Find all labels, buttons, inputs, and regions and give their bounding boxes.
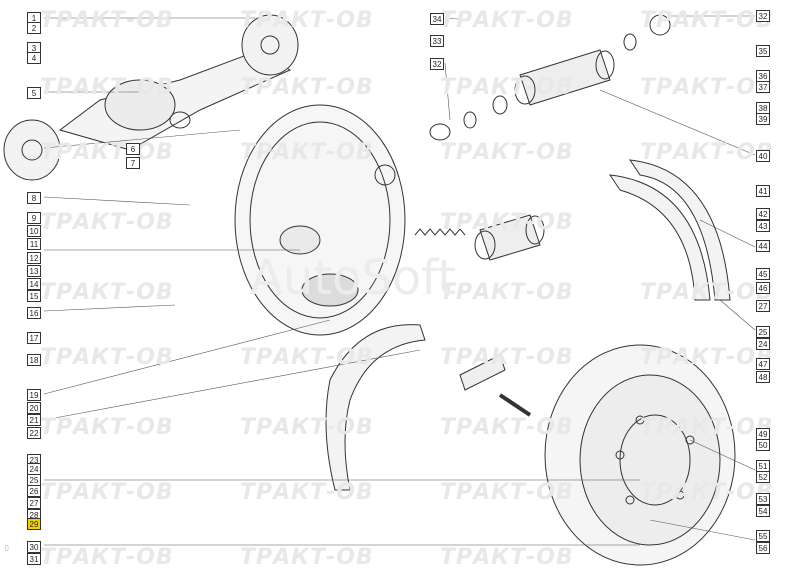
callout-40[interactable]: 40 bbox=[756, 150, 770, 162]
callout-27[interactable]: 27 bbox=[27, 497, 41, 509]
callout-48[interactable]: 48 bbox=[756, 371, 770, 383]
callout-34[interactable]: 34 bbox=[430, 13, 444, 25]
callout-56[interactable]: 56 bbox=[756, 542, 770, 554]
callout-45[interactable]: 45 bbox=[756, 268, 770, 280]
callout-53[interactable]: 53 bbox=[756, 493, 770, 505]
callout-26[interactable]: 26 bbox=[27, 485, 41, 497]
wheel-cylinder[interactable] bbox=[474, 214, 545, 261]
callout-41[interactable]: 41 bbox=[756, 185, 770, 197]
callout-18[interactable]: 18 bbox=[27, 354, 41, 366]
callout-1[interactable]: 1 bbox=[27, 12, 41, 24]
callout-6[interactable]: 6 bbox=[126, 143, 140, 155]
brake-shoe-left[interactable] bbox=[325, 324, 426, 491]
callout-32[interactable]: 32 bbox=[756, 10, 770, 22]
callout-54[interactable]: 54 bbox=[756, 505, 770, 517]
callout-17[interactable]: 17 bbox=[27, 332, 41, 344]
callout-24[interactable]: 24 bbox=[756, 338, 770, 350]
callout-22[interactable]: 22 bbox=[27, 427, 41, 439]
callout-46[interactable]: 46 bbox=[756, 282, 770, 294]
callout-19[interactable]: 19 bbox=[27, 389, 41, 401]
callout-30[interactable]: 30 bbox=[27, 541, 41, 553]
axle-flange-left[interactable] bbox=[3, 119, 61, 181]
brake-backing-plate[interactable] bbox=[234, 104, 406, 336]
callout-20[interactable]: 20 bbox=[27, 402, 41, 414]
callout-33[interactable]: 33 bbox=[430, 35, 444, 47]
callout-37[interactable]: 37 bbox=[756, 81, 770, 93]
callout-55[interactable]: 55 bbox=[756, 530, 770, 542]
callout-52[interactable]: 52 bbox=[756, 471, 770, 483]
callout-2[interactable]: 2 bbox=[27, 22, 41, 34]
brake-drum[interactable] bbox=[544, 344, 736, 566]
callout-42[interactable]: 42 bbox=[756, 208, 770, 220]
callout-29[interactable]: 29 bbox=[27, 518, 41, 530]
axle-housing[interactable] bbox=[58, 49, 292, 151]
callout-16[interactable]: 16 bbox=[27, 307, 41, 319]
callout-10[interactable]: 10 bbox=[27, 225, 41, 237]
callout-31[interactable]: 31 bbox=[27, 553, 41, 565]
callout-27[interactable]: 27 bbox=[756, 300, 770, 312]
callout-5[interactable]: 5 bbox=[27, 87, 41, 99]
callout-32[interactable]: 32 bbox=[430, 58, 444, 70]
callout-11[interactable]: 11 bbox=[27, 238, 41, 250]
callout-4[interactable]: 4 bbox=[27, 52, 41, 64]
callout-12[interactable]: 12 bbox=[27, 252, 41, 264]
callout-25[interactable]: 25 bbox=[756, 326, 770, 338]
callout-44[interactable]: 44 bbox=[756, 240, 770, 252]
callout-21[interactable]: 21 bbox=[27, 414, 41, 426]
callout-7[interactable]: 7 bbox=[126, 157, 140, 169]
callout-13[interactable]: 13 bbox=[27, 265, 41, 277]
callout-8[interactable]: 8 bbox=[27, 192, 41, 204]
callout-9[interactable]: 9 bbox=[27, 212, 41, 224]
callout-14[interactable]: 14 bbox=[27, 278, 41, 290]
callout-15[interactable]: 15 bbox=[27, 290, 41, 302]
return-spring[interactable] bbox=[414, 228, 466, 236]
callout-43[interactable]: 43 bbox=[756, 220, 770, 232]
brake-shoe-right[interactable] bbox=[608, 159, 731, 301]
wheel-cylinder-exploded[interactable] bbox=[429, 14, 671, 141]
leader-lines bbox=[43, 15, 756, 546]
callout-35[interactable]: 35 bbox=[756, 45, 770, 57]
callout-39[interactable]: 39 bbox=[756, 113, 770, 125]
callout-47[interactable]: 47 bbox=[756, 358, 770, 370]
axle-flange-top[interactable] bbox=[241, 14, 299, 76]
page-marker: ▯ bbox=[5, 545, 9, 552]
hub-plate[interactable] bbox=[459, 354, 532, 417]
callout-50[interactable]: 50 bbox=[756, 439, 770, 451]
